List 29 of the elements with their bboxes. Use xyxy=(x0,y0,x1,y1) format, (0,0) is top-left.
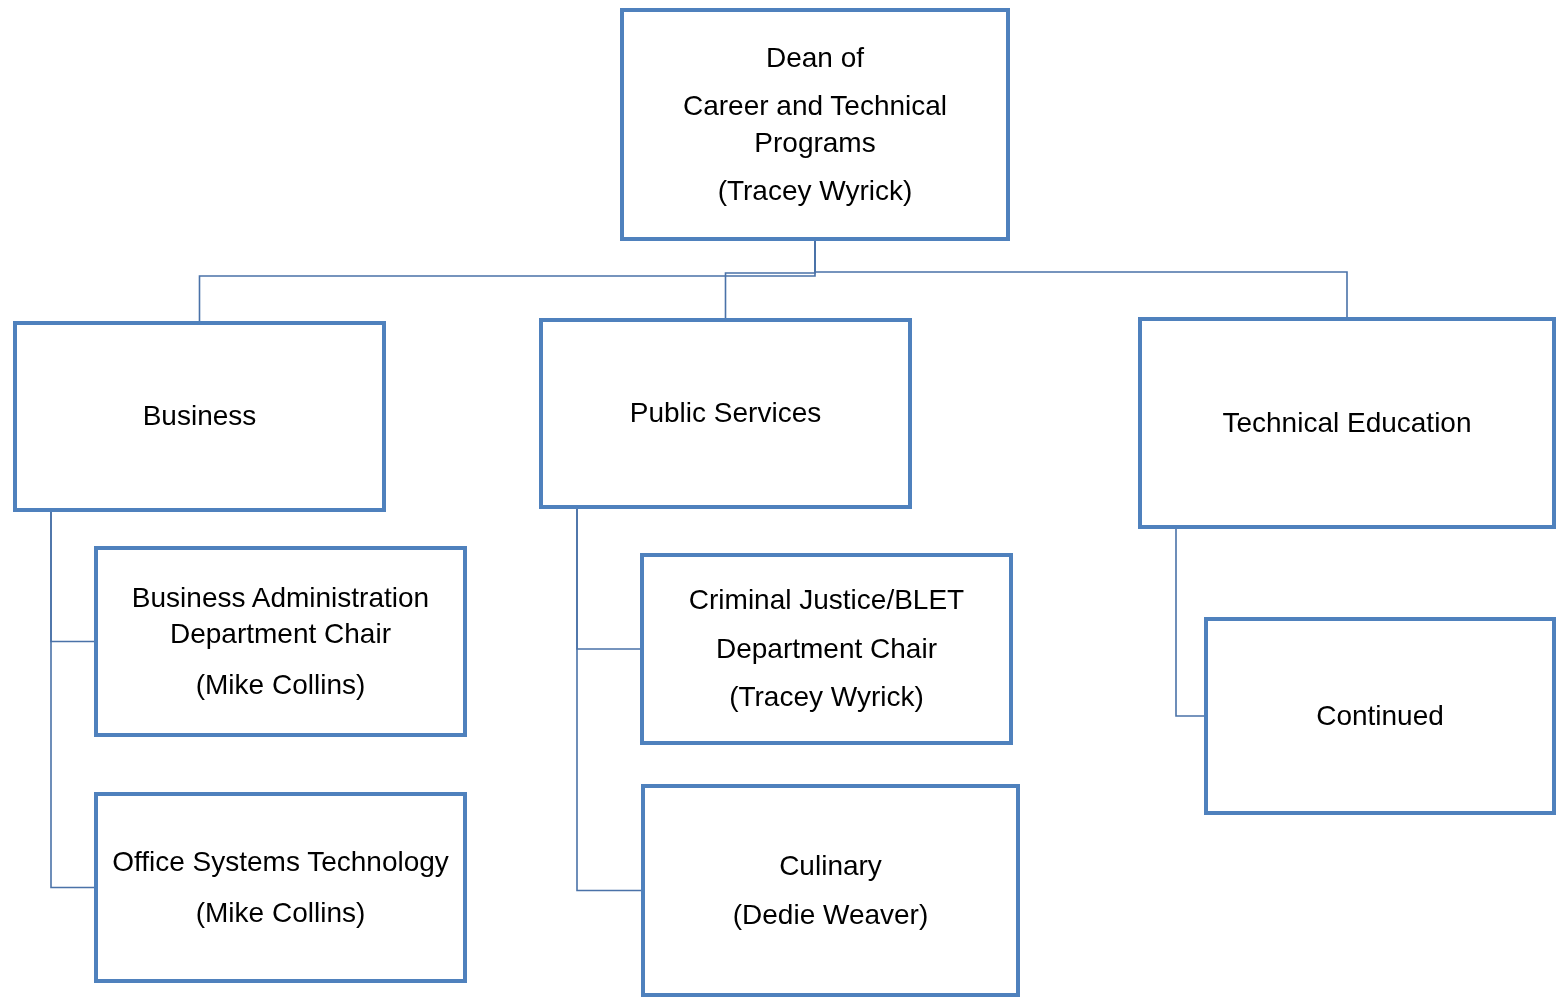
connector-line xyxy=(1175,528,1205,717)
org-box xyxy=(13,321,386,512)
org-box xyxy=(94,792,467,983)
box-label: Career and Technical Programs xyxy=(681,89,949,160)
connector-line xyxy=(576,508,642,892)
org-box xyxy=(620,8,1010,241)
org-box xyxy=(641,784,1020,997)
org-box xyxy=(539,318,912,509)
box-label: Public Services xyxy=(629,396,822,431)
org-box xyxy=(1204,617,1556,815)
box-label: Culinary xyxy=(779,849,882,884)
person-name: (Dedie Weaver) xyxy=(732,897,929,932)
org-box xyxy=(94,546,467,737)
connector-line xyxy=(50,511,95,889)
box-label: Dean of xyxy=(765,40,865,75)
box-label: Technical Education xyxy=(1222,405,1472,440)
box-label: Department Chair xyxy=(716,631,937,666)
person-name: (Mike Collins) xyxy=(195,895,366,930)
connector-line xyxy=(814,240,1348,318)
person-name: (Tracey Wyrick) xyxy=(717,173,913,208)
person-name: (Mike Collins) xyxy=(195,667,366,702)
box-label: (Tracey Wyrick) xyxy=(729,680,924,715)
box-label: Office Systems Technology xyxy=(112,845,449,880)
box-label: Business Administration Department Chair xyxy=(130,580,431,652)
box-label: Continued xyxy=(1316,698,1444,733)
box-label: Business xyxy=(142,399,257,434)
box-label: Criminal Justice/BLET xyxy=(688,583,965,618)
org-box xyxy=(1138,317,1556,529)
org-box xyxy=(640,553,1013,745)
